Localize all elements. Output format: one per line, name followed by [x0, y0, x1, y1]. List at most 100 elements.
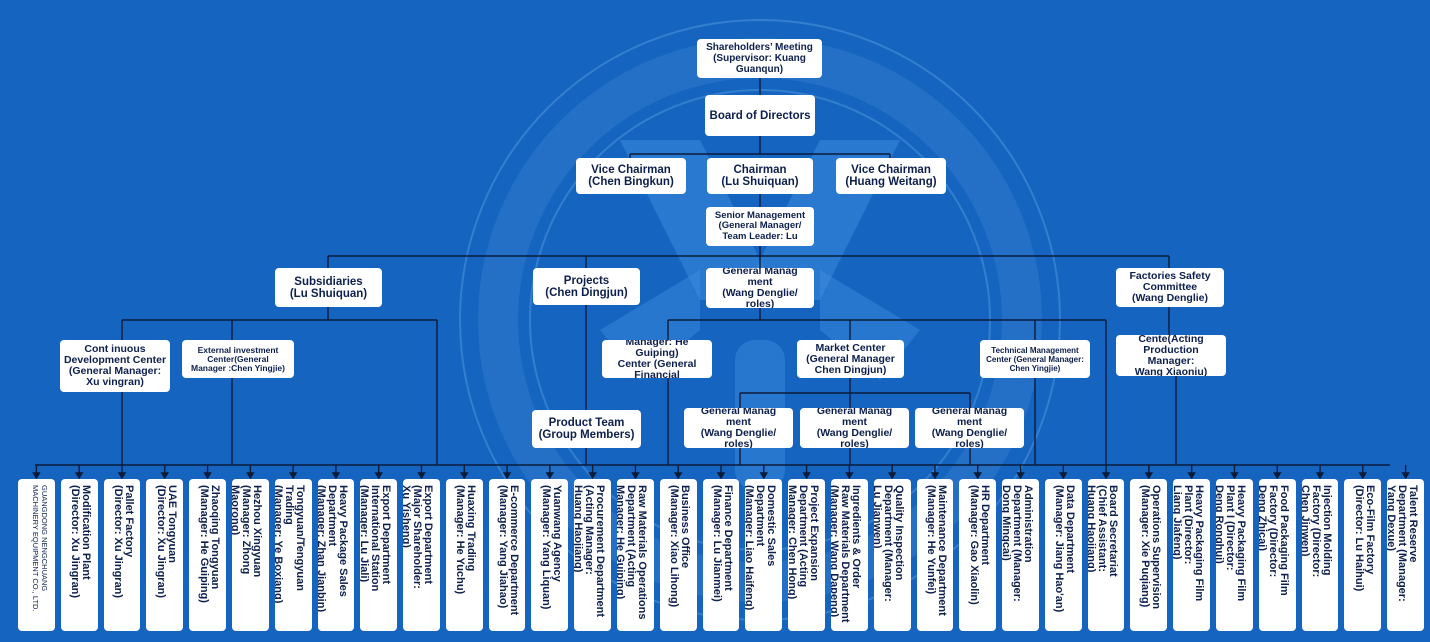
department-box: Injection Molding Factory (Director: Che… [1301, 479, 1339, 631]
department-label: Export Department International Station … [360, 485, 392, 592]
arrowhead [631, 472, 640, 480]
department-box: Administration Department (Manager: Dong… [1002, 479, 1039, 631]
department-label: Business Office (Manager: Xiao Lihong) [668, 485, 692, 608]
board-of-directors-box: Board of Directors [705, 95, 815, 136]
arrowhead [887, 472, 897, 480]
continuous-development-center-box: Cont inuous Development Center (General … [60, 340, 170, 392]
department-box: Hezhou Xingyuan (Manager: Zhong Maorong) [231, 479, 269, 631]
department-box: Zhaoqing Tongyuan (Manager: He Guiping) [189, 479, 226, 631]
department-box: Board Secretariat (Chief Assistant: Huan… [1087, 479, 1125, 631]
department-label: Food Packaging Film Factory (Director: D… [1258, 485, 1291, 596]
arrowhead [845, 472, 854, 480]
shareholders-meeting-box: Shareholders’ Meeting (Supervisor: Kuang… [697, 39, 822, 78]
arrowhead [716, 472, 726, 480]
department-box: Export Department (Major Shareholder: Xu… [403, 479, 440, 631]
department-box: GUANGDONG NENGCHUANG MACHINERY EQUIPMENT… [18, 479, 55, 631]
arrowhead [802, 472, 811, 480]
department-label: Modification Plant (Director: Xu Jingran… [69, 485, 93, 599]
department-box: Raw Materials Operations Department (Act… [617, 479, 654, 631]
department-label: Heavy Packaging Film Plant I (Director: … [1216, 485, 1248, 602]
arrowhead [1101, 472, 1111, 480]
department-label: Export Department (Major Shareholder: Xu… [403, 485, 435, 589]
arrowhead [502, 472, 512, 480]
arrowhead [74, 472, 84, 480]
market-center-box: Market Center (General Manager Chen Ding… [797, 340, 904, 378]
arrowhead [203, 472, 212, 480]
department-label: Board Secretariat (Chief Assistant: Huan… [1087, 485, 1120, 577]
department-box: UAE Tongyuan (Director: Xu Jingran) [146, 479, 184, 631]
production-center-box: Cente(Acting Production Manager: Wang Xi… [1116, 335, 1226, 376]
department-box: Finance Department (Manager: Lu Jianmei) [702, 479, 740, 631]
arrowhead [1273, 472, 1282, 480]
factories-safety-committee-box: Factories Safety Committee (Wang Denglie… [1116, 268, 1224, 307]
arrowhead [973, 472, 982, 480]
department-box: Business Office (Manager: Xiao Lihong) [659, 479, 697, 631]
arrowhead [460, 472, 469, 480]
department-box: Operations Supervision (Manager: Xie Puq… [1130, 479, 1168, 631]
department-label: Administration Department (Manager: Dong… [1002, 485, 1034, 602]
arrowhead [673, 472, 683, 480]
technical-management-center-box: Technical Management Center (General Man… [980, 340, 1090, 378]
department-label: Domestic Sales Department (Manager: Liao… [745, 485, 777, 611]
department-label: Tongyuan/Tengyuan Trading (Manager: Ye B… [274, 485, 307, 604]
department-box: Quality Inspection Department (Manager: … [873, 479, 911, 631]
department-label: Pallet Factory (Director: Xu Jingran) [111, 485, 135, 599]
department-box: Yuanwang Agency (Manager: Yang Liquan) [531, 479, 569, 631]
department-box: Project Expansion Department (Acting Man… [788, 479, 825, 631]
general-management-c-box: General Manag ment (Wang Denglie/ roles) [915, 408, 1024, 448]
department-label: Zhaoqing Tongyuan (Manager: He Guiping) [197, 485, 221, 603]
department-box: Tongyuan/Tengyuan Trading (Manager: Ye B… [274, 479, 312, 631]
general-management-a-box: General Manag ment (Wang Denglie/ roles) [684, 408, 793, 448]
external-investment-center-box: External investment Center(General Manag… [182, 340, 294, 378]
department-box: Ingredients & Order Raw Materials Depart… [830, 479, 868, 631]
projects-box: Projects (Chen Dingjun) [533, 268, 640, 305]
financial-center-box: Manager: He Guiping) Center (General Fin… [602, 340, 712, 378]
general-management-b-box: General Manag ment (Wang Denglie/ roles) [800, 408, 909, 448]
department-box: HR Department (Manager: Gao Xiaolin) [959, 479, 997, 631]
arrowhead [1401, 472, 1410, 480]
department-label: Hezhou Xingyuan (Manager: Zhong Maorong) [231, 485, 264, 578]
department-label: Data Department (Manager: Jiang Hao'an) [1053, 485, 1077, 613]
arrowhead [417, 472, 426, 480]
department-box: E-commerce Department (Manager: Yang Jia… [488, 479, 526, 631]
department-label: Project Expansion Department (Acting Man… [788, 485, 820, 600]
vice-chairman-left-box: Vice Chairman (Chen Bingkun) [576, 158, 686, 194]
arrowhead [759, 472, 769, 480]
department-label: Huaxing Trading (Manager: He Yuchu) [454, 485, 478, 595]
department-box: Procurement Department (Acting Manager: … [574, 479, 612, 631]
department-label: Finance Department (Manager: Lu Jianmei) [710, 485, 734, 602]
arrowhead [588, 472, 597, 480]
department-label: UAE Tongyuan (Director: Xu Jingran) [154, 485, 178, 599]
department-label: Heavy Packaging Film Plant (Director: Li… [1173, 485, 1205, 602]
department-box: Heavy Packaging Film Plant (Director: Li… [1173, 479, 1211, 631]
arrowhead [117, 472, 127, 480]
department-box: Domestic Sales Department (Manager: Liao… [745, 479, 783, 631]
senior-management-box: Senior Management (General Manager/ Team… [706, 207, 814, 246]
department-label: Operations Supervision (Manager: Xie Puq… [1138, 485, 1162, 610]
department-box: Modification Plant (Director: Xu Jingran… [60, 479, 98, 631]
department-box: Food Packaging Film Factory (Director: D… [1258, 479, 1296, 631]
arrowhead [1358, 472, 1368, 480]
arrowhead [545, 472, 555, 480]
department-box: Export Department International Station … [360, 479, 398, 631]
arrowhead [288, 472, 298, 480]
department-label: Yuanwang Agency (Manager: Yang Liquan) [539, 485, 563, 610]
arrowhead [32, 472, 41, 480]
department-label: Injection Molding Factory (Director: Che… [1301, 485, 1334, 578]
arrowhead [930, 472, 940, 480]
product-team-box: Product Team (Group Members) [532, 410, 641, 448]
department-box: Data Department (Manager: Jiang Hao'an) [1044, 479, 1082, 631]
department-label: GUANGDONG NENGCHUANG MACHINERY EQUIPMENT… [31, 485, 50, 612]
arrowhead [246, 472, 255, 480]
arrowhead [1144, 472, 1154, 480]
department-label: Raw Materials Operations Department (Act… [617, 485, 649, 620]
chairman-box: Chairman (Lu Shuiquan) [707, 158, 813, 194]
department-label: Heavy Package Sales Department (Manager:… [317, 485, 349, 613]
general-management-box: General Manag ment (Wang Denglie/ roles) [706, 268, 814, 308]
department-label: Maintenance Department (Manager: He Yunf… [924, 485, 948, 616]
department-box: Maintenance Department (Manager: He Yunf… [916, 479, 954, 631]
department-label: Ingredients & Order Raw Materials Depart… [830, 485, 863, 623]
subsidiaries-box: Subsidiaries (Lu Shuiquan) [275, 268, 382, 307]
vice-chairman-right-box: Vice Chairman (Huang Weitang) [836, 158, 946, 194]
